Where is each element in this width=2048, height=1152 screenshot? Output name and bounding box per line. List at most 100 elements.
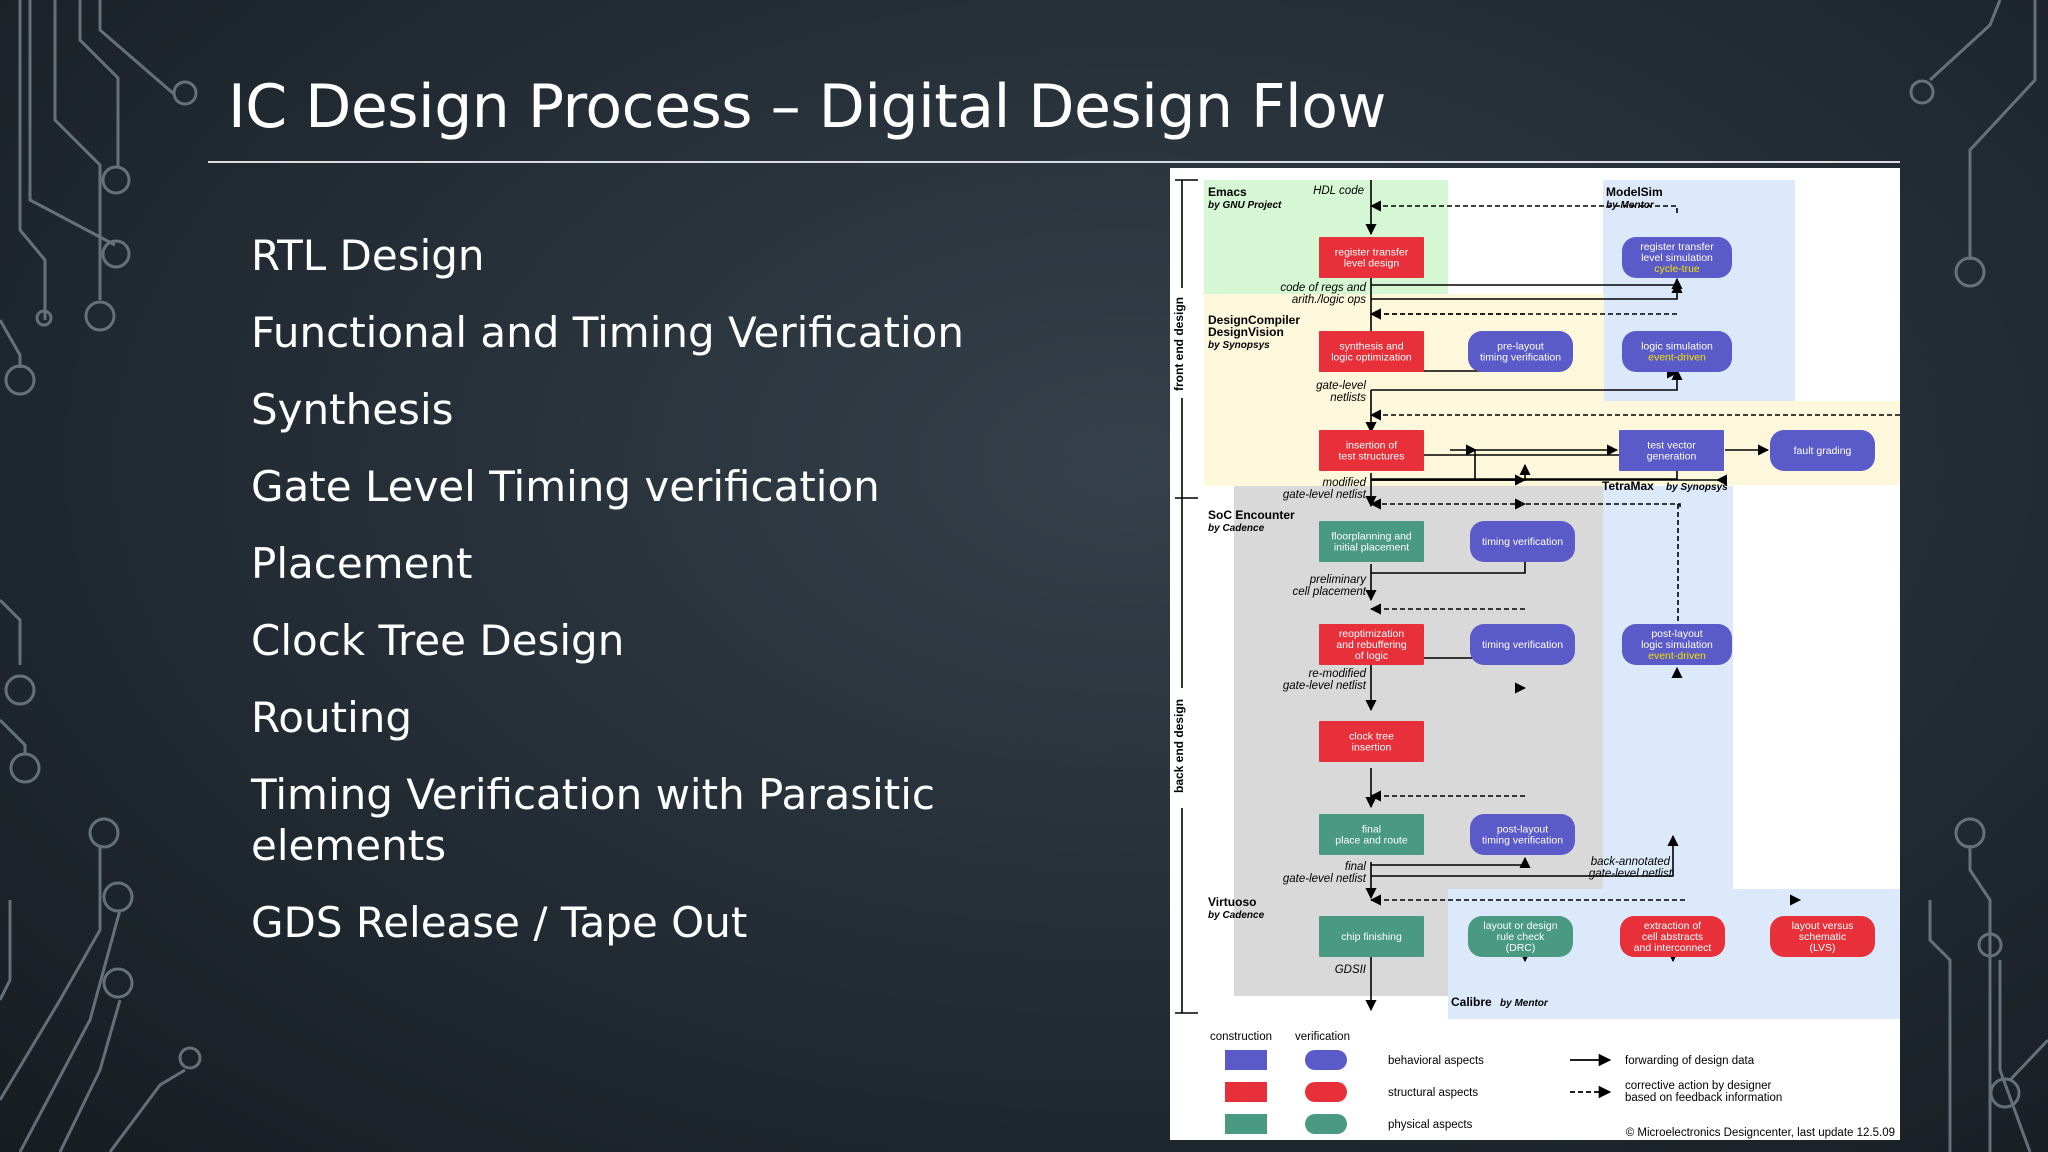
box-label: extraction of	[1644, 920, 1701, 932]
flow-box-fault: fault grading	[1770, 430, 1875, 471]
diagram-annotation: by Mentor	[1500, 998, 1549, 1009]
box-shape	[1319, 624, 1424, 665]
legend-text: based on feedback information	[1625, 1092, 1782, 1104]
box-label: pre-layout	[1497, 341, 1544, 353]
stage-label: front end design	[1172, 297, 1186, 391]
box-shape	[1319, 521, 1424, 562]
flow-diagram-svg: register transfer level design register tr…	[1172, 179, 1900, 1139]
box-shape	[1319, 916, 1424, 957]
box-label: post-layout	[1651, 628, 1702, 640]
diagram-annotation: re-modified	[1308, 668, 1366, 680]
copyright-text: © Microelectronics Designcenter, last up…	[1626, 1127, 1895, 1139]
diagram-annotation: gate-level netlist	[1283, 489, 1367, 501]
box-shape	[1319, 430, 1424, 471]
box-label: floorplanning and	[1331, 531, 1412, 543]
bullet-list: RTL Design Functional and Timing Verific…	[251, 230, 1011, 974]
box-shape	[1319, 237, 1424, 278]
box-shape	[1470, 814, 1575, 855]
box-label: rule check	[1497, 931, 1546, 943]
box-label: layout or design	[1483, 920, 1557, 932]
diagram-annotation: arith./logic ops	[1292, 294, 1366, 306]
legend-swatch-behavioral	[1305, 1050, 1347, 1070]
diagram-annotation: Virtuoso	[1208, 895, 1256, 909]
box-shape	[1319, 721, 1424, 762]
diagram-annotation: gate-level netlist	[1283, 680, 1367, 692]
legend-text: behavioral aspects	[1388, 1055, 1484, 1067]
diagram-annotation: HDL code	[1313, 185, 1364, 197]
diagram-annotation: by Synopsys	[1666, 482, 1728, 493]
box-label: level simulation	[1641, 252, 1713, 264]
box-label: clock tree	[1349, 731, 1394, 743]
box-label: level design	[1344, 258, 1400, 270]
box-label: fault grading	[1794, 445, 1852, 457]
diagram-annotation: by Cadence	[1208, 523, 1265, 534]
feedback-arrow	[1369, 200, 1678, 213]
box-label: timing verification	[1482, 639, 1563, 651]
box-label: and rebuffering	[1336, 639, 1407, 651]
box-label: cycle-true	[1654, 263, 1700, 275]
diagram-annotation: DesignCompiler	[1208, 313, 1300, 327]
slide-title: IC Design Process – Digital Design Flow	[228, 72, 1387, 142]
box-label: cell abstracts	[1642, 931, 1703, 943]
bullet-item: GDS Release / Tape Out	[251, 898, 748, 947]
box-label: register transfer	[1640, 241, 1714, 253]
legend-text: verification	[1295, 1031, 1350, 1043]
diagram-annotation: by Cadence	[1208, 910, 1265, 921]
legend-text: construction	[1210, 1031, 1272, 1043]
bullet-item: Placement	[251, 539, 473, 588]
diagram-annotation: netlists	[1330, 392, 1366, 404]
diagram-annotation: by Synopsys	[1208, 340, 1270, 351]
stage-label-bg	[1175, 288, 1190, 398]
diagram-annotation: by Mentor	[1606, 200, 1655, 211]
bullet-item: Functional and Timing Verification	[251, 308, 964, 357]
diagram-annotation: by GNU Project	[1208, 200, 1282, 211]
diagram-annotation: final	[1345, 861, 1367, 873]
box-shape	[1468, 916, 1573, 957]
feedback-arrow	[1369, 498, 1681, 510]
box-label: generation	[1647, 451, 1697, 463]
box-shape	[1620, 916, 1725, 957]
flow-box-chip: chip finishing	[1319, 916, 1424, 957]
legend-text: forwarding of design data	[1625, 1055, 1755, 1067]
legend-swatch-physical	[1305, 1114, 1347, 1134]
bullet-item: Clock Tree Design	[251, 616, 625, 665]
box-label: timing verification	[1482, 536, 1563, 548]
diagram-annotation: cell placement	[1292, 586, 1366, 598]
box-label: insertion of	[1346, 440, 1397, 452]
bullet-item: Gate Level Timing verification	[251, 462, 880, 511]
diagram-annotation: SoC Encounter	[1208, 508, 1295, 522]
bullet-item: Synthesis	[251, 385, 454, 434]
stage-label: back end design	[1172, 699, 1186, 793]
box-label: test vector	[1647, 440, 1696, 452]
diagram-annotation: TetraMax	[1602, 479, 1654, 493]
forward-arrow	[1371, 834, 1679, 877]
box-label: of logic	[1355, 650, 1388, 662]
box-shape	[1770, 916, 1875, 957]
box-label: layout versus	[1792, 920, 1854, 932]
legend-swatch-physical	[1225, 1114, 1267, 1134]
box-label: schematic	[1799, 931, 1846, 943]
diagram-annotation: Calibre	[1451, 995, 1492, 1009]
box-label: synthesis and	[1339, 341, 1403, 353]
legend-swatch-behavioral	[1225, 1050, 1267, 1070]
diagram-annotation: back-annotated	[1591, 856, 1671, 868]
legend-text: corrective action by designer	[1625, 1080, 1772, 1092]
forward-arrow	[1371, 277, 1683, 300]
forward-arrow	[1474, 444, 1619, 480]
box-shape	[1470, 624, 1575, 665]
box-shape	[1468, 331, 1573, 372]
diagram-annotation: gate-level netlist	[1589, 868, 1673, 880]
bullet-item: Timing Verification with Parasitic eleme…	[251, 770, 935, 870]
box-label: (LVS)	[1809, 942, 1835, 954]
box-shape	[1319, 331, 1424, 372]
flow-box-tv1: timing verification	[1470, 521, 1575, 562]
box-shape	[1622, 237, 1732, 278]
